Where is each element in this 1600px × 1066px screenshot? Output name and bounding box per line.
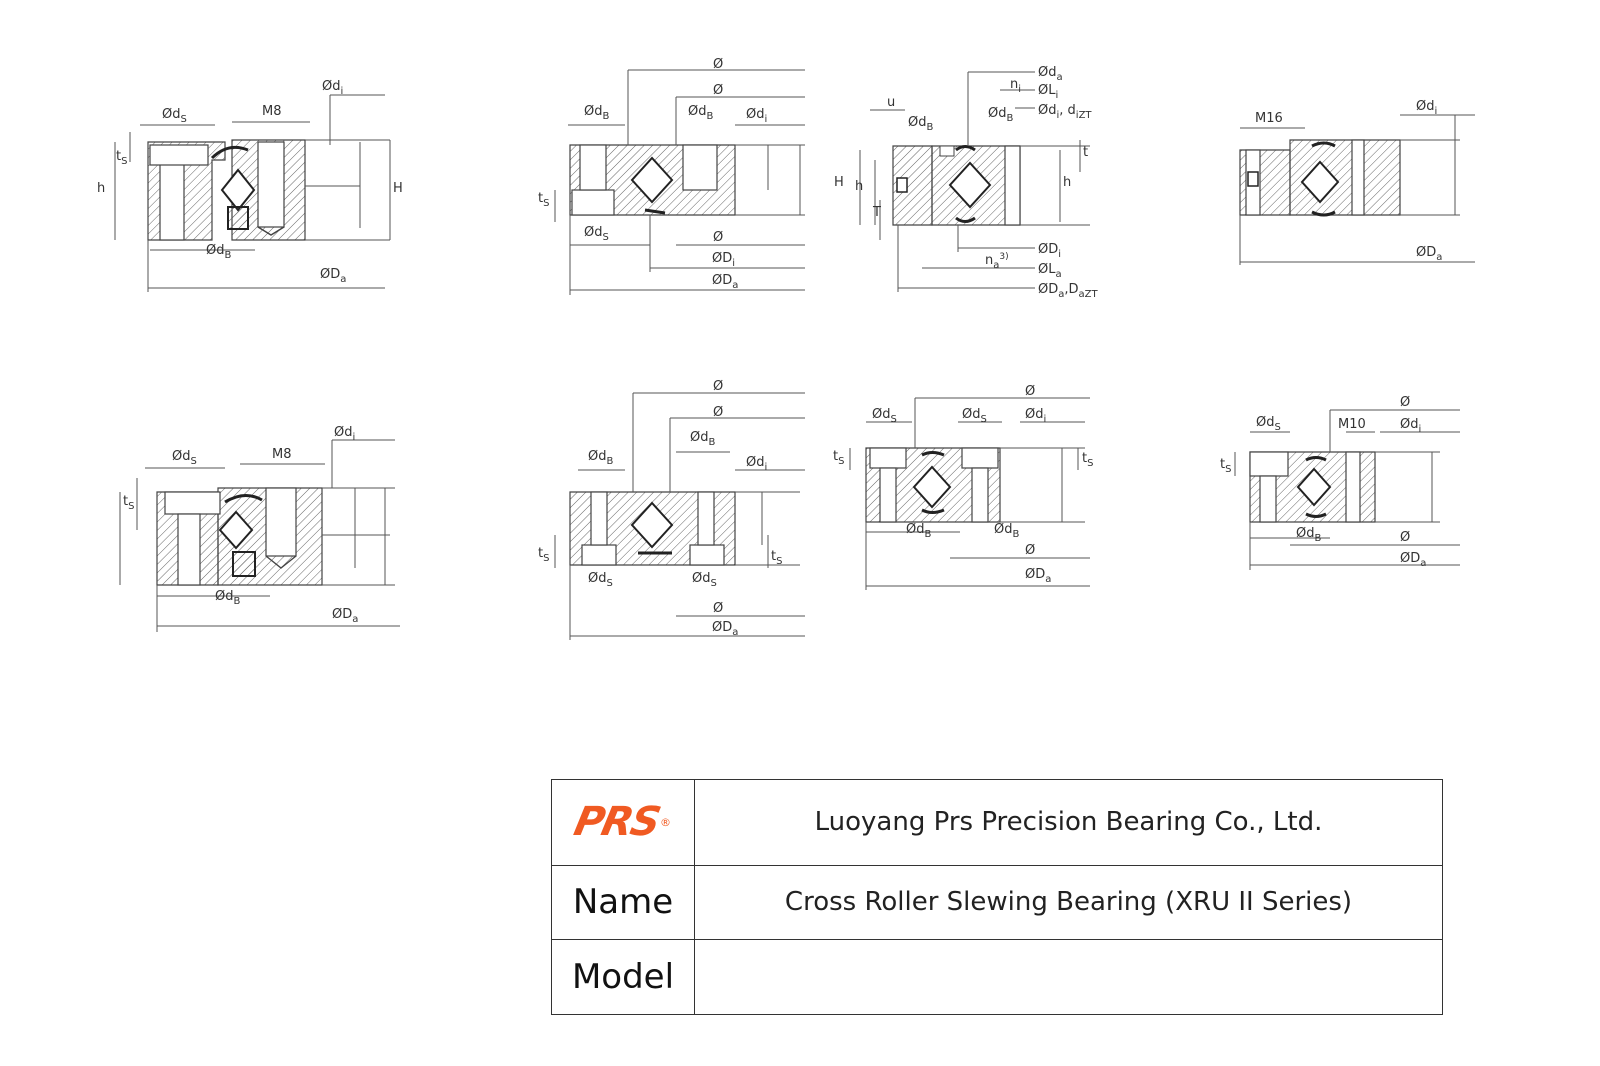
d8-dB-label: ØdB (1296, 526, 1321, 544)
d3-La-label: ØLa (1038, 262, 1062, 280)
d7-mid-label: Ø (1025, 543, 1035, 558)
d7-dB1-label: ØdB (906, 522, 931, 540)
d4-Da-label: ØDa (1416, 245, 1442, 263)
d2-dB1-label: ØdB (584, 104, 609, 122)
d3-H-label: H (834, 175, 844, 190)
drawing-6-section (554, 392, 805, 640)
d2-Da-label: ØDa (712, 273, 738, 291)
d3-dB2-label: ØdB (988, 106, 1013, 124)
d6-ds1-label: ØdS (588, 571, 613, 589)
d3-Li-label: ØLi (1038, 83, 1058, 101)
d6-dB2-label: ØdB (690, 430, 715, 448)
model-row: Model (551, 939, 1443, 1015)
d2-mid-label: Ø (713, 230, 723, 245)
d5-Da-label: ØDa (332, 607, 358, 625)
d3-h2-label: h (1063, 175, 1071, 190)
logo-text: PRS (570, 799, 663, 846)
d7-dB2-label: ØdB (994, 522, 1019, 540)
model-value (694, 939, 1443, 1015)
d7-top-label: Ø (1025, 384, 1035, 399)
d7-ts1-label: tS (833, 449, 844, 467)
d2-dB2-label: ØdB (688, 104, 713, 122)
d1-m8-label: M8 (262, 104, 282, 119)
d6-dB1-label: ØdB (588, 449, 613, 467)
d3-dizt-label: Ødi, diZT (1038, 103, 1092, 121)
d1-ds-label: ØdS (162, 107, 187, 125)
drawing-3-section (859, 71, 1090, 292)
d6-top1-label: Ø (713, 379, 723, 394)
d5-dB-label: ØdB (215, 589, 240, 607)
d2-di-label: Ødi (746, 107, 767, 125)
d2-ts-label: tS (538, 191, 549, 209)
d8-mid-label: Ø (1400, 530, 1410, 545)
d3-ni-label: ni (1010, 77, 1021, 95)
d8-di-label: Ødi (1400, 417, 1421, 435)
drawing-1-section (114, 94, 391, 292)
product-info-table: PRS® Luoyang Prs Precision Bearing Co., … (551, 779, 1443, 1015)
d1-ts-label: tS (116, 149, 127, 167)
registered-mark: ® (659, 815, 671, 829)
d5-di-label: Ødi (334, 425, 355, 443)
d2-Di-label: ØDi (712, 251, 735, 269)
d1-Da-label: ØDa (320, 267, 346, 285)
d1-di-label: Ødi (322, 79, 343, 97)
company-logo: PRS® (552, 780, 694, 865)
drawing-4-section (1239, 114, 1475, 265)
d7-ds1-label: ØdS (872, 407, 897, 425)
drawing-7-section (849, 397, 1090, 590)
name-value: Cross Roller Slewing Bearing (XRU II Ser… (694, 864, 1443, 941)
d6-top2-label: Ø (713, 405, 723, 420)
d1-h-label: h (97, 181, 105, 196)
drawing-5-section (119, 439, 400, 632)
d2-top1-label: Ø (713, 57, 723, 72)
d7-Da-label: ØDa (1025, 567, 1051, 585)
d5-ts-label: tS (123, 494, 134, 512)
d3-u-label: u (887, 95, 895, 110)
d1-H-label: H (393, 181, 403, 196)
d2-top2-label: Ø (713, 83, 723, 98)
technical-drawings: ØdS M8 Ødi tS h H ØdB ØDa Ø Ø ØdB ØdB Ød… (97, 57, 1475, 640)
d5-ds-label: ØdS (172, 449, 197, 467)
d3-dB1-label: ØdB (908, 115, 933, 133)
d8-ds-label: ØdS (1256, 415, 1281, 433)
d2-ds-label: ØdS (584, 225, 609, 243)
name-label: Name (551, 864, 695, 941)
d4-m16-label: M16 (1255, 111, 1283, 126)
d6-ds2-label: ØdS (692, 571, 717, 589)
d6-Da-label: ØDa (712, 620, 738, 638)
name-row: Name Cross Roller Slewing Bearing (XRU I… (551, 864, 1443, 941)
d8-m10-label: M10 (1338, 417, 1366, 432)
d5-m8-label: M8 (272, 447, 292, 462)
d8-Da-label: ØDa (1400, 551, 1426, 569)
d7-ds2-label: ØdS (962, 407, 987, 425)
d1-dB-label: ØdB (206, 243, 231, 261)
logo-cell: PRS® (551, 779, 695, 866)
company-row: PRS® Luoyang Prs Precision Bearing Co., … (551, 779, 1443, 866)
d7-ts2-label: tS (1082, 451, 1093, 469)
d3-h1-label: h (855, 179, 863, 194)
drawing-8-section (1234, 409, 1460, 570)
drawing-2-section (554, 69, 805, 295)
d3-Di-label: ØDi (1038, 242, 1061, 260)
d8-ts-label: tS (1220, 457, 1231, 475)
d3-T-label: T (872, 205, 881, 220)
model-label: Model (551, 939, 695, 1015)
d3-na-label: na3) (985, 252, 1009, 271)
d8-top-label: Ø (1400, 395, 1410, 410)
d6-di-label: Ødi (746, 455, 767, 473)
d7-di-label: Ødi (1025, 407, 1046, 425)
d3-t-label: t (1083, 145, 1088, 160)
d3-Da-label: ØDa,DaZT (1038, 282, 1099, 300)
d3-da-label: Øda (1038, 65, 1063, 83)
company-name: Luoyang Prs Precision Bearing Co., Ltd. (694, 779, 1443, 866)
d4-di-label: Ødi (1416, 99, 1437, 117)
d6-ts1-label: tS (538, 546, 549, 564)
d6-mid-label: Ø (713, 601, 723, 616)
d6-ts2-label: tS (771, 549, 782, 567)
